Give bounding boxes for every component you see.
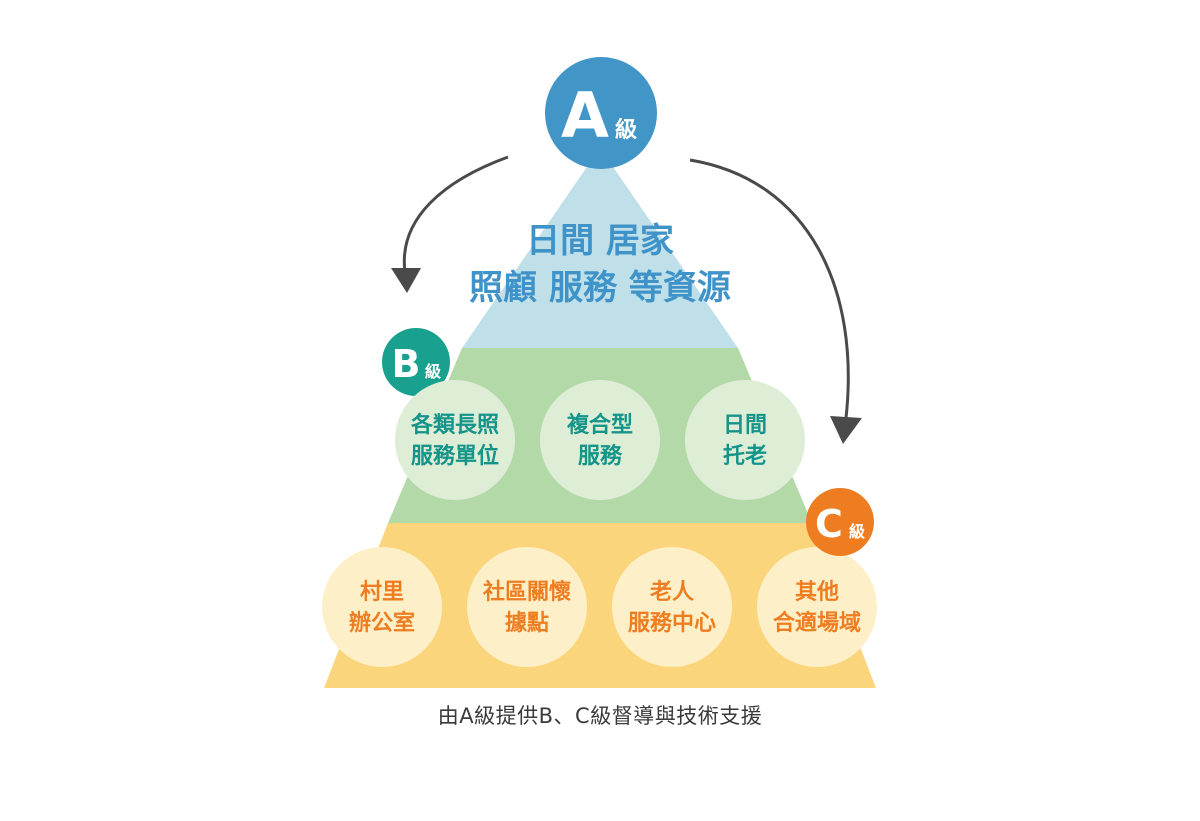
tier-c-item-line1: 村里 bbox=[360, 580, 404, 605]
tier-b-item-line2: 服務單位 bbox=[411, 443, 499, 469]
tier-a-badge-letter: A bbox=[561, 79, 609, 152]
tier-c-item-line2: 合適場域 bbox=[773, 610, 861, 636]
tier-a-title-line1: 日間 居家 bbox=[526, 221, 674, 261]
tier-b-item-line1: 日間 bbox=[723, 413, 767, 438]
tier-b-item: 複合型 服務 bbox=[540, 380, 660, 500]
tier-c-badge-letter: C bbox=[815, 502, 843, 546]
tier-c-item-line2: 辦公室 bbox=[349, 610, 415, 636]
tier-c-item-line1: 社區關懷 bbox=[483, 579, 571, 605]
tier-c-item: 老人 服務中心 bbox=[612, 547, 732, 667]
tier-c-item-line1: 其他 bbox=[795, 580, 839, 605]
tier-c-item-line1: 老人 bbox=[649, 580, 694, 605]
tier-a-badge: A 級 bbox=[545, 57, 657, 169]
tier-a-title-line2: 照顧 服務 等資源 bbox=[469, 268, 731, 308]
tier-b-badge-letter: B bbox=[392, 342, 421, 386]
tier-b-item-line2: 服務 bbox=[578, 443, 623, 469]
tier-b-item: 各類長照 服務單位 bbox=[395, 380, 515, 500]
tier-b-badge-suffix: 級 bbox=[425, 362, 441, 381]
tier-b-item-line1: 複合型 bbox=[567, 412, 633, 438]
tier-b-item-line1: 各類長照 bbox=[410, 412, 499, 438]
tier-c-item: 社區關懷 據點 bbox=[467, 547, 587, 667]
left-arrowhead-icon bbox=[391, 268, 421, 293]
tier-c-badge: C 級 bbox=[806, 488, 874, 556]
tier-b-item: 日間 托老 bbox=[685, 380, 805, 500]
tier-c-item: 其他 合適場域 bbox=[757, 547, 877, 667]
right-arrowhead-icon bbox=[830, 416, 862, 444]
tier-c-item-line2: 服務中心 bbox=[628, 610, 716, 636]
left-curved-arrow bbox=[402, 155, 509, 273]
tier-c-item: 村里 辦公室 bbox=[322, 547, 442, 667]
tier-a-band bbox=[462, 148, 738, 348]
tier-a-badge-suffix: 級 bbox=[615, 117, 637, 143]
right-curved-arrow bbox=[689, 158, 850, 419]
tier-b-item-line2: 托老 bbox=[723, 444, 767, 469]
tier-b-badge: B 級 bbox=[382, 328, 450, 396]
tier-c-band bbox=[324, 523, 876, 688]
tier-c-item-line2: 據點 bbox=[505, 611, 549, 636]
tier-c-badge-suffix: 級 bbox=[849, 522, 865, 541]
diagram-caption: 由A級提供B、C級督導與技術支援 bbox=[437, 704, 763, 728]
